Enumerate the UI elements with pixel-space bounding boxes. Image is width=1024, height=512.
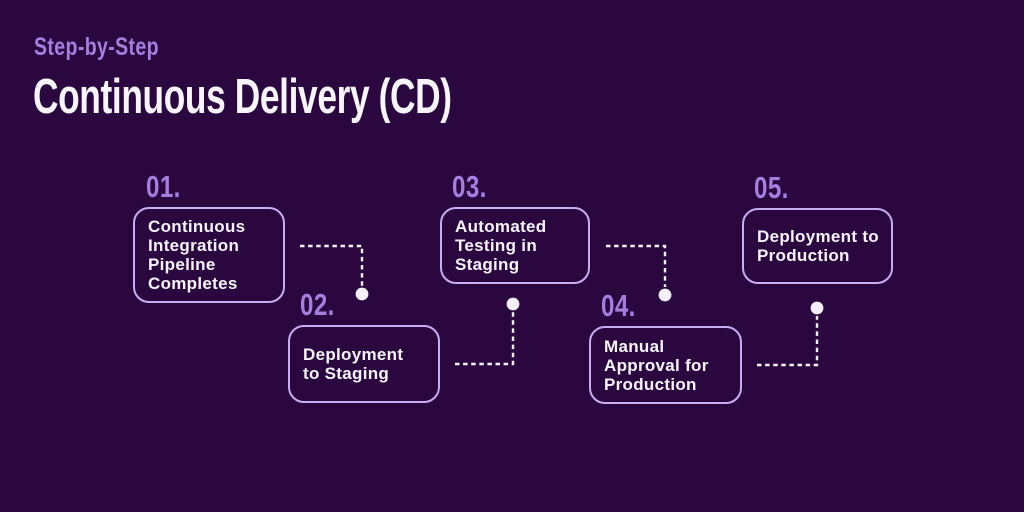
connector-dot: [506, 297, 520, 311]
step-1-title: Continuous Integration Pipeline Complete…: [148, 217, 246, 293]
step-2-title: Deployment to Staging: [303, 345, 404, 383]
connector-dot: [355, 287, 369, 301]
connector-dot: [658, 288, 672, 302]
step-2-card: Deployment to Staging: [288, 325, 440, 403]
connector-2-3: [455, 297, 520, 366]
step-5-number: 05.: [754, 170, 789, 205]
step-2-number: 02.: [300, 287, 335, 322]
connector-dot: [810, 301, 824, 315]
step-4-title: Manual Approval for Production: [604, 336, 709, 394]
step-3-card: Automated Testing in Staging: [440, 207, 590, 284]
page-title: Continuous Delivery (CD): [33, 70, 452, 124]
step-4-number: 04.: [601, 288, 636, 323]
step-5-card: Deployment to Production: [742, 208, 893, 284]
connector-4-5: [757, 301, 824, 367]
step-5-title: Deployment to Production: [757, 227, 879, 265]
step-1-number: 01.: [146, 169, 181, 204]
step-3-number: 03.: [452, 169, 487, 204]
step-3-title: Automated Testing in Staging: [455, 217, 547, 274]
step-1-card: Continuous Integration Pipeline Complete…: [133, 207, 285, 303]
eyebrow-label: Step-by-Step: [34, 33, 159, 61]
step-4-card: Manual Approval for Production: [589, 326, 742, 404]
